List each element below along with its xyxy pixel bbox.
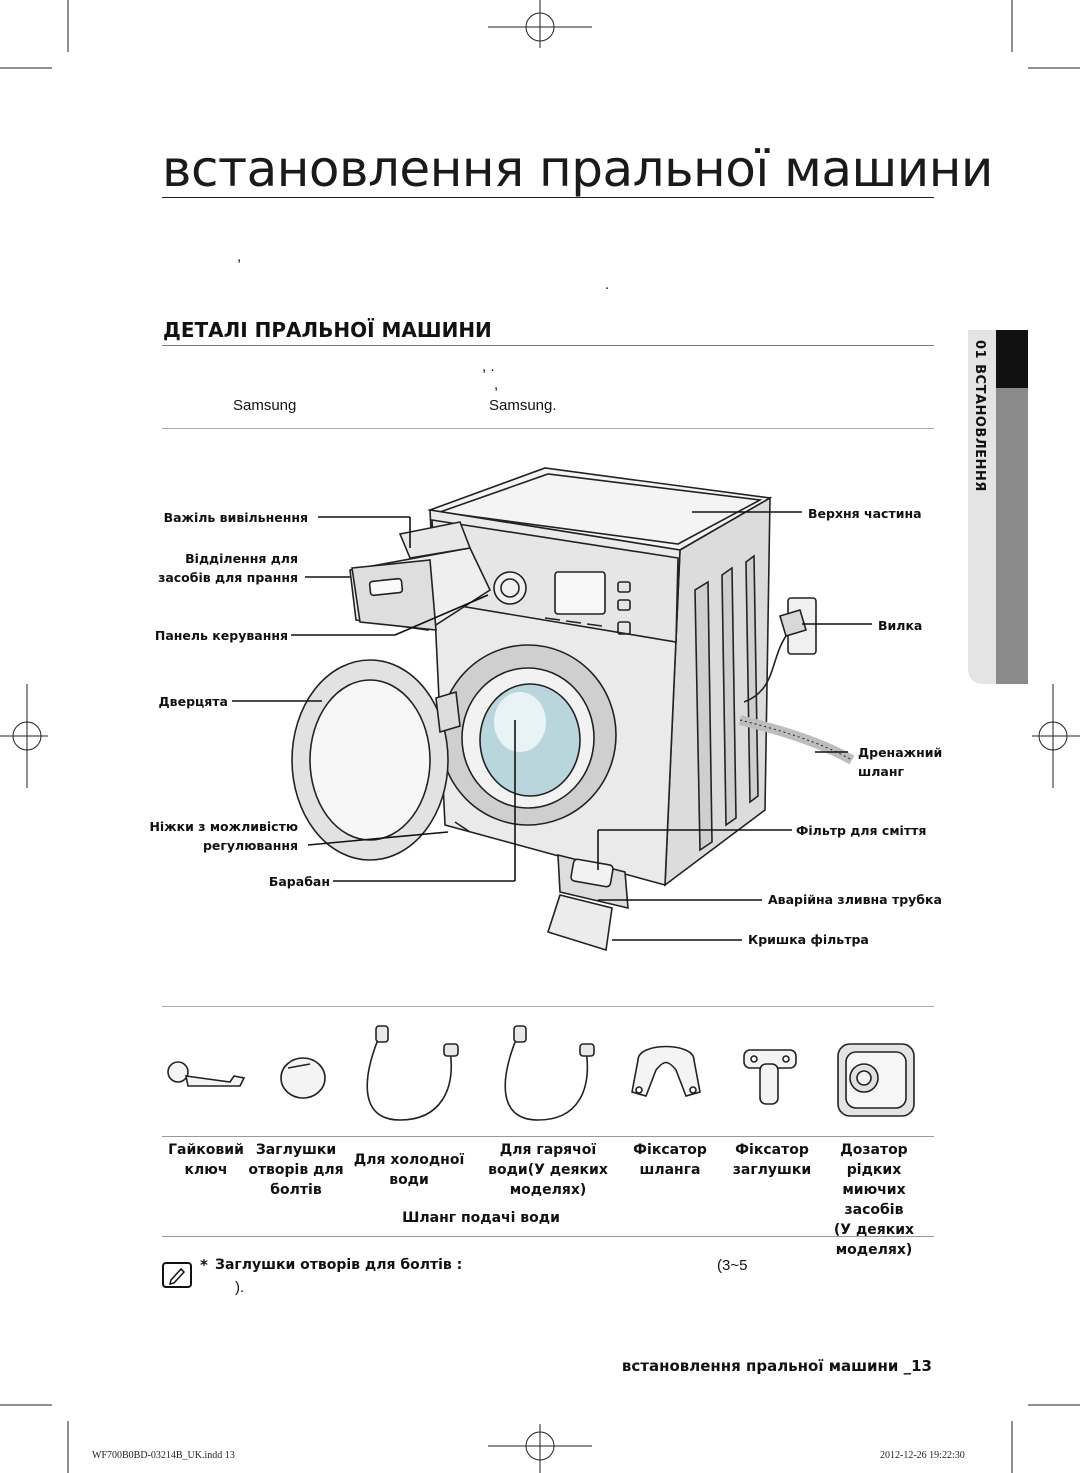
- callout-emergency: Аварійна зливна трубка: [768, 892, 942, 907]
- accessory-hot-hose: Для гарячої води(У деяких моделях): [488, 1142, 608, 1198]
- spanner-icon: [167, 1061, 246, 1087]
- chapter-tab-background: [968, 330, 996, 684]
- note-lead: Заглушки отворів для болтів :: [215, 1257, 463, 1273]
- accessory-caps: Заглушки отворів для болтів: [248, 1142, 344, 1198]
- accessory-water-hose-group: Шланг подачі води: [402, 1210, 560, 1226]
- title-rule: [162, 197, 934, 198]
- accessory-cold-hose: Для холодної води: [353, 1152, 465, 1188]
- cap-holder-icon: [743, 1049, 797, 1105]
- cold-hose-icon: [366, 1025, 459, 1121]
- accessory-spanner: Гайковий ключ: [168, 1142, 244, 1178]
- accessories-top-rule: [162, 1006, 934, 1007]
- section-brand-1: Samsung: [233, 397, 297, 414]
- callout-plug: Вилка: [878, 618, 923, 633]
- footer-page-title: встановлення пральної машини _13: [621, 1357, 932, 1375]
- callout-top: Верхня частина: [808, 506, 922, 521]
- callout-drain-line-1: Дренажний: [858, 745, 943, 760]
- intro-line-2: .: [605, 276, 610, 293]
- bolt-cap-icon: [280, 1057, 326, 1099]
- callout-drain-line-2: шланг: [858, 764, 905, 779]
- note-range: (3~5: [717, 1257, 748, 1274]
- imprint-file: WF700B0BD-03214B_UK.indd 13: [92, 1450, 235, 1461]
- accessories-bottom-rule: [162, 1236, 934, 1237]
- section-brand-2: Samsung.: [489, 397, 557, 414]
- callout-cover: Кришка фільтра: [748, 932, 869, 947]
- diagram-top-rule: [162, 428, 934, 429]
- callout-dispenser-line-1: Відділення для: [185, 551, 298, 566]
- accessories-illustrations: [167, 1025, 915, 1121]
- accessory-hose-holder: Фіксатор шланга: [633, 1142, 707, 1178]
- liquid-detergent-icon: [837, 1043, 915, 1117]
- callout-detergent-release: Важіль вивільнення: [163, 510, 308, 525]
- callout-filter: Фільтр для сміття: [796, 823, 927, 838]
- callout-drum: Барабан: [268, 874, 330, 889]
- page-title: встановлення пральної машини: [162, 140, 993, 198]
- chapter-tab-label: 01 ВСТАНОВЛЕННЯ: [972, 340, 987, 492]
- note-end: ).: [235, 1279, 245, 1296]
- callout-control-panel: Панель керування: [154, 628, 288, 643]
- section-rule: [162, 345, 934, 346]
- hose-holder-icon: [631, 1045, 701, 1097]
- imprint-date: 2012-12-26 19:22:30: [880, 1450, 965, 1461]
- chapter-tab-strip: [996, 388, 1028, 684]
- section-title: ДЕТАЛІ ПРАЛЬНОЇ МАШИНИ: [163, 318, 492, 342]
- accessories-header-rule: [162, 1136, 934, 1137]
- callout-door: Дверцята: [158, 694, 228, 709]
- note-icon: [162, 1262, 192, 1288]
- hot-hose-icon: [504, 1025, 595, 1121]
- accessory-cap-holder: Фіксатор заглушки: [732, 1142, 812, 1178]
- accessory-liquid-detergent: Дозатор рідких миючих засобів (У деяких …: [833, 1142, 915, 1258]
- chapter-tab-marker: [996, 330, 1028, 388]
- chapter-tab: 01 ВСТАНОВЛЕННЯ: [958, 340, 1006, 540]
- callout-feet-line-1: Ніжки з можливістю: [149, 819, 298, 834]
- callout-feet-line-2: регулювання: [202, 838, 298, 853]
- note-star: *: [200, 1256, 208, 1274]
- washing-machine-illustration: [232, 467, 872, 952]
- section-line-1: , .: [482, 358, 495, 375]
- section-line-2: ,: [494, 376, 499, 393]
- intro-line-1: ,: [237, 248, 242, 265]
- callout-dispenser-line-2: засобів для прання: [158, 570, 298, 585]
